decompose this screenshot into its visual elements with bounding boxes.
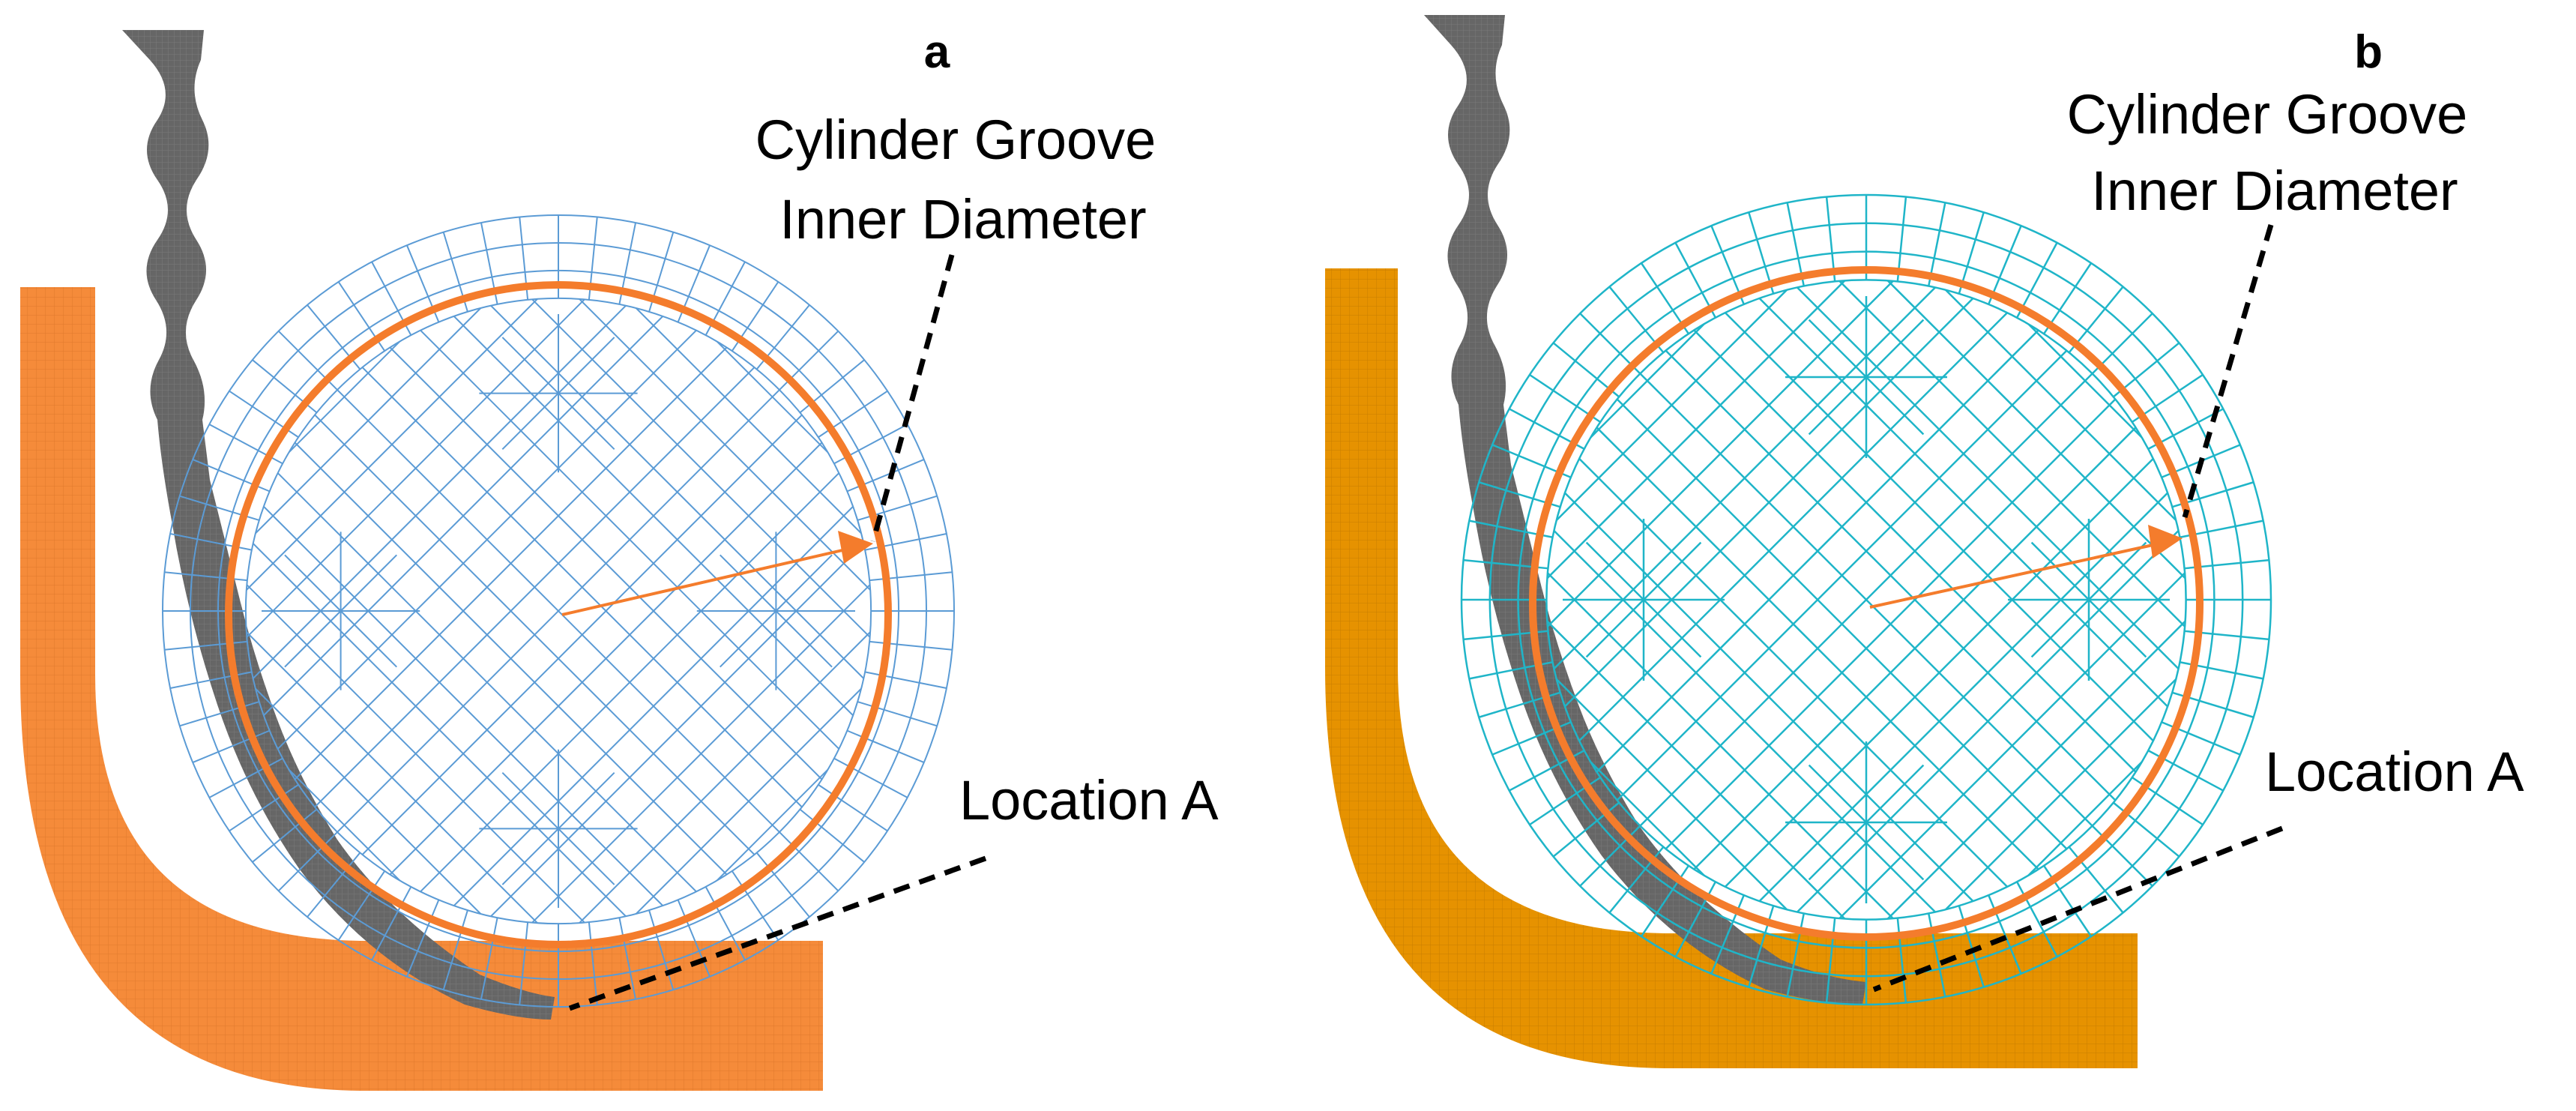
location-leader-b — [1872, 825, 2284, 993]
groove-label-line2-b: Inner Diameter — [2091, 160, 2458, 222]
groove-leader-b — [2182, 224, 2274, 518]
groove-label-line1-b: Cylinder Groove — [2067, 83, 2468, 145]
wire-strand-a — [122, 30, 555, 1020]
groove-ring-b — [1529, 266, 2204, 941]
bent-plate-b — [1325, 268, 2138, 1068]
location-leader-a — [568, 855, 987, 1011]
radius-arrow-b — [1869, 540, 2171, 609]
radius-arrowhead-b — [2148, 525, 2183, 558]
groove-ring-a — [225, 281, 892, 948]
groove-label-line2-a: Inner Diameter — [779, 188, 1146, 250]
panel-letter-b: b — [2354, 26, 2383, 78]
radius-arrow-a — [561, 544, 863, 616]
radius-arrowhead-a — [838, 531, 873, 564]
location-label-b: Location A — [2265, 741, 2524, 803]
panel-letter-a: a — [924, 26, 950, 78]
wire-strand-b — [1424, 15, 1866, 1005]
location-label-a: Location A — [959, 769, 1219, 831]
groove-label-line1-a: Cylinder Groove — [755, 109, 1156, 171]
panel-b: b Cylinder Groove Inner Diameter Locatio… — [1325, 15, 2524, 1068]
panel-a: a Cylinder Groove Inner Diameter Locatio… — [20, 26, 1219, 1091]
groove-leader-a — [870, 254, 955, 542]
bent-plate-a — [20, 287, 823, 1091]
cylinder-mesh-a — [162, 214, 955, 1008]
